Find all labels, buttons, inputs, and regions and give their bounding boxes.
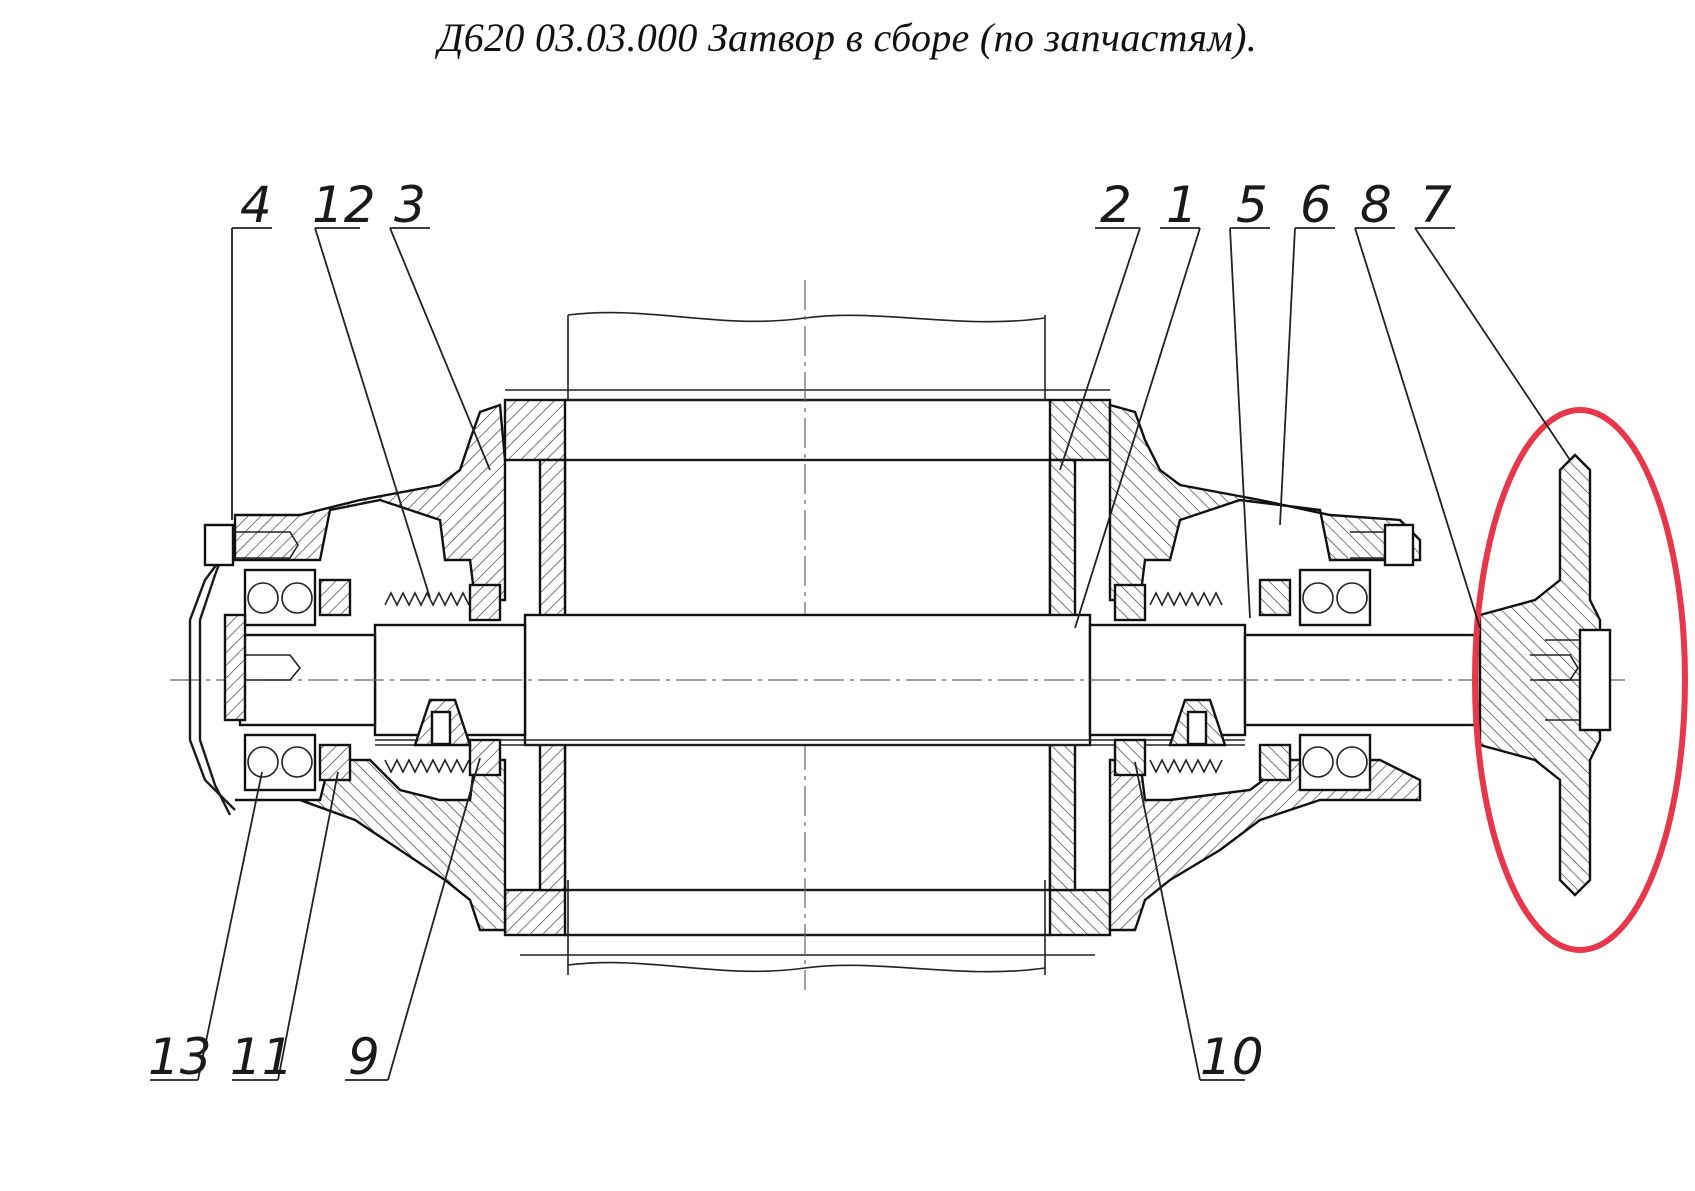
sprocket <box>1478 453 1612 897</box>
drawing-title: Д620 03.03.000 Затвор в сборе (по запчас… <box>438 15 1257 60</box>
callout-3: 3 <box>394 176 426 234</box>
callout-7: 7 <box>1420 176 1452 234</box>
callout-11: 11 <box>230 1028 294 1086</box>
callout-9: 9 <box>348 1028 380 1086</box>
callout-10: 10 <box>1200 1028 1264 1086</box>
callout-12: 12 <box>312 176 376 234</box>
highlight-ellipse <box>1472 407 1688 953</box>
callout-13: 13 <box>148 1028 212 1086</box>
callout-6: 6 <box>1300 176 1332 234</box>
shaft <box>170 613 1625 747</box>
right-housing <box>1108 403 1422 932</box>
callout-1: 1 <box>1166 176 1198 234</box>
callout-4: 4 <box>240 176 272 234</box>
callout-8: 8 <box>1360 176 1392 234</box>
callout-5: 5 <box>1236 176 1268 234</box>
callout-2: 2 <box>1100 176 1132 234</box>
leaders <box>150 227 1571 1081</box>
left-housing <box>188 403 507 932</box>
